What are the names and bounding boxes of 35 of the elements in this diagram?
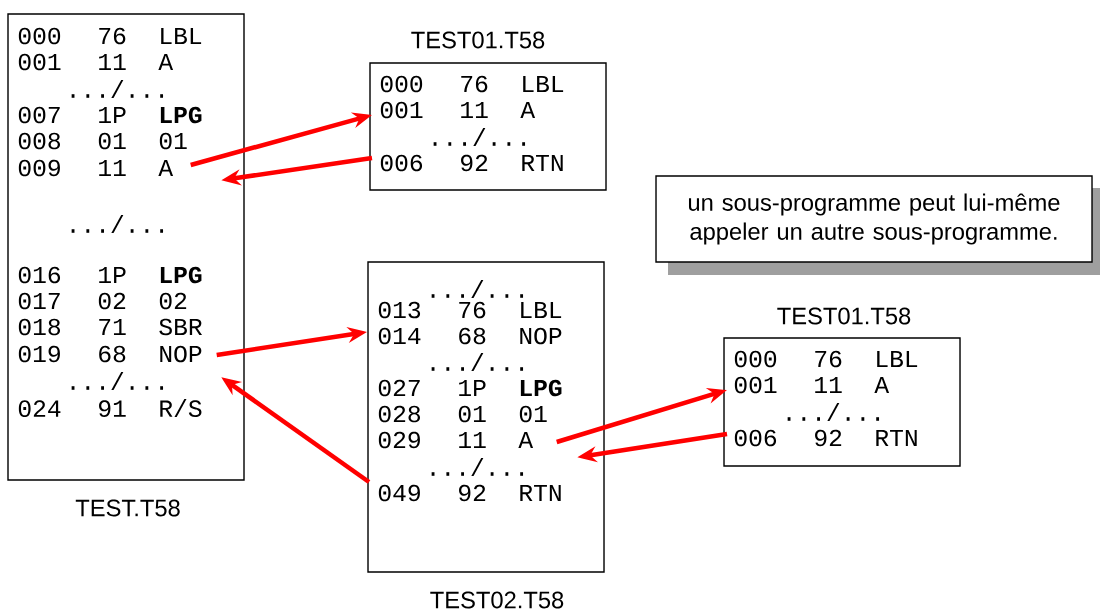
- ellipsis-line: .../...: [433, 127, 526, 147]
- code-line: 001 11 A: [734, 376, 890, 394]
- code-line: 013 76 LBL: [378, 301, 562, 319]
- node-label: TEST01.T58: [777, 307, 911, 325]
- code-line: 001 11 A: [380, 101, 536, 119]
- code-line: 029 11 A: [378, 431, 534, 449]
- code-line: 000 76 LBL: [734, 350, 918, 368]
- code-line: 018 71 SBR: [18, 318, 202, 336]
- code-line: 049 92 RTN: [378, 484, 561, 502]
- ellipsis-line: .../...: [71, 214, 164, 234]
- code-line: 006 92 RTN: [380, 154, 563, 172]
- node-label: TEST.T58: [75, 499, 180, 517]
- code-line: 006 92 RTN: [734, 429, 917, 447]
- ellipsis-line: .../...: [787, 402, 880, 422]
- code-line: 017 02 02: [18, 292, 187, 310]
- code-line: 000 76 LBL: [380, 75, 564, 93]
- node-label: TEST02.T58: [430, 591, 564, 609]
- ellipsis-line: .../...: [431, 352, 524, 372]
- code-line: 028 01 01: [378, 405, 547, 423]
- code-line: 027 1P LPG: [378, 379, 562, 397]
- ellipsis-line: .../...: [431, 457, 524, 477]
- code-line: 007 1P LPG: [18, 106, 202, 124]
- ellipsis-line: .../...: [71, 371, 164, 391]
- note-box: un sous-programme peut lui-même appeler un autre sous-programme.: [655, 175, 1100, 275]
- code-line: 008 01 01: [18, 132, 187, 150]
- ellipsis-line: .../...: [431, 279, 524, 299]
- ellipsis-line: .../...: [71, 79, 164, 99]
- code-line: 009 11 A: [18, 159, 174, 177]
- code-line: 024 91 R/S: [18, 398, 202, 418]
- code-line: 019 68 NOP: [18, 345, 202, 363]
- code-line: 016 1P LPG: [18, 266, 202, 284]
- code-line: 001 11 A: [18, 53, 174, 71]
- code-line: 014 68 NOP: [378, 327, 562, 345]
- node-label: TEST01.T58: [411, 31, 545, 49]
- code-line: 000 76 LBL: [18, 27, 202, 45]
